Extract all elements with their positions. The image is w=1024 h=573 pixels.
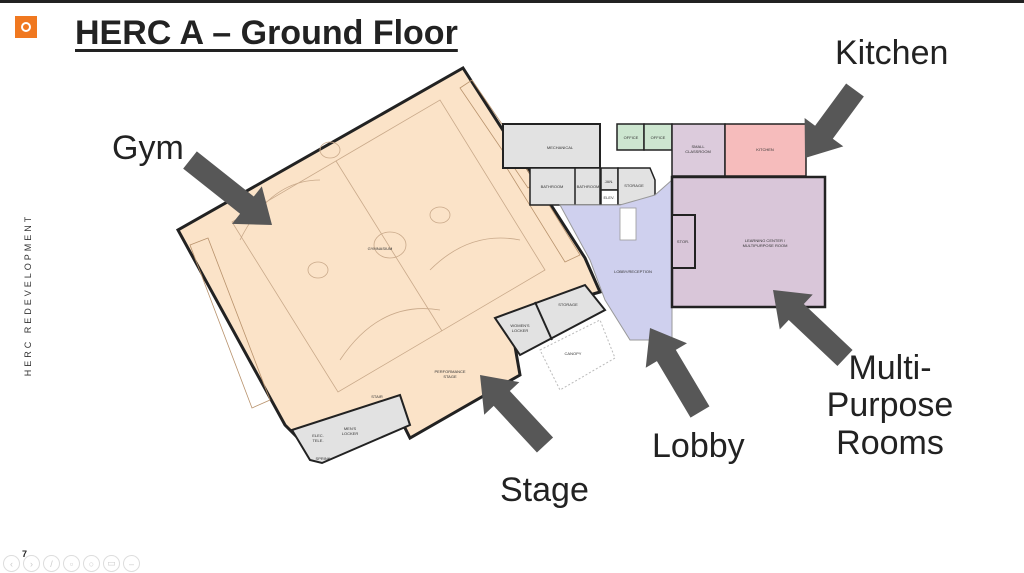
room-label-elec: ELEC. bbox=[312, 433, 324, 438]
callout-multi-purpose: Multi- Purpose Rooms bbox=[820, 349, 960, 462]
prev-icon[interactable]: ‹ bbox=[3, 555, 20, 572]
room-label-elev: ELEV. bbox=[604, 195, 615, 200]
room-label-mechanical: MECHANICAL bbox=[547, 145, 574, 150]
zoom-icon[interactable]: ○ bbox=[83, 555, 100, 572]
page-number: 7 bbox=[22, 549, 28, 559]
room-label-womens-2: LOCKER bbox=[512, 328, 529, 333]
room-label-stor: STOR. bbox=[677, 239, 689, 244]
room-label-office-2: OFFICE bbox=[651, 135, 666, 140]
room-bathrooms bbox=[529, 167, 601, 206]
room-label-stair: STAIR bbox=[371, 394, 383, 399]
room-label-bathroom-2: BATHROOM bbox=[577, 184, 600, 189]
room-label-mens: MEN'S bbox=[344, 426, 357, 431]
room-label-tele: TELE. bbox=[312, 438, 323, 443]
callout-arrows bbox=[183, 83, 864, 453]
room-label-office-1: OFFICE bbox=[624, 135, 639, 140]
callout-stage: Stage bbox=[500, 471, 589, 509]
court-lines bbox=[231, 99, 546, 393]
stage-arrow-icon bbox=[480, 375, 554, 453]
stairs bbox=[619, 207, 637, 241]
top-border bbox=[0, 0, 1024, 3]
room-mechanical bbox=[502, 123, 601, 169]
slideshow-controls: ‹ › / ▫ ○ ▭ – bbox=[3, 555, 140, 572]
callout-line-2: Purpose bbox=[826, 386, 954, 425]
room-learning-center bbox=[670, 175, 827, 309]
kitchen-arrow-icon bbox=[804, 83, 864, 158]
room-label-mens-2: LOCKER bbox=[342, 431, 359, 436]
room-label-gymnasium: GYMNASIUM bbox=[368, 246, 393, 251]
room-label-sprinkler: SPRINK bbox=[316, 456, 331, 461]
slide-title: HERC A – Ground Floor bbox=[75, 14, 458, 52]
room-label-womens: WOMEN'S bbox=[510, 323, 530, 328]
room-label-stage-2: STAGE bbox=[443, 374, 457, 379]
room-label-kitchen: KITCHEN bbox=[756, 147, 774, 152]
subtitles-icon[interactable]: ▭ bbox=[103, 555, 120, 572]
room-label-learning: LEARNING CENTER / bbox=[745, 238, 786, 243]
callout-gym: Gym bbox=[112, 129, 184, 167]
room-womens-storage bbox=[493, 283, 607, 357]
gym-arrow-icon bbox=[183, 151, 272, 225]
pen-icon[interactable]: / bbox=[43, 555, 60, 572]
room-label-classroom-2: CLASSROOM bbox=[685, 149, 711, 154]
callout-line-1: Multi- bbox=[848, 349, 932, 387]
room-label-learning-2: MULTIPURPOSE ROOM bbox=[743, 243, 788, 248]
room-label-storage: STORAGE bbox=[624, 183, 644, 188]
logo-icon bbox=[15, 16, 37, 38]
gym-lower-rooms bbox=[290, 393, 412, 465]
canopy-outline bbox=[539, 319, 616, 391]
callout-lobby: Lobby bbox=[652, 427, 745, 465]
lobby-arrow-icon bbox=[645, 328, 710, 418]
room-label-stage: PERFORMANCE bbox=[434, 369, 465, 374]
room-label-canopy: CANOPY bbox=[565, 351, 582, 356]
callout-kitchen: Kitchen bbox=[835, 34, 949, 72]
gym-floor bbox=[175, 65, 603, 442]
callout-line-3: Rooms bbox=[836, 423, 944, 462]
room-label-bathroom-1: BATHROOM bbox=[541, 184, 564, 189]
next-icon[interactable]: › bbox=[23, 555, 40, 572]
slides-icon[interactable]: ▫ bbox=[63, 555, 80, 572]
room-label-classroom: SMALL bbox=[691, 144, 705, 149]
room-stor bbox=[671, 214, 696, 269]
room-label-lobby: LOBBY/RECEPTION bbox=[614, 269, 652, 274]
more-icon[interactable]: – bbox=[123, 555, 140, 572]
room-label-storage-gym: STORAGE bbox=[558, 302, 578, 307]
multi-purpose-arrow-icon bbox=[773, 290, 853, 366]
room-label-jan: JAN. bbox=[605, 179, 614, 184]
room-small-classroom bbox=[671, 123, 726, 177]
